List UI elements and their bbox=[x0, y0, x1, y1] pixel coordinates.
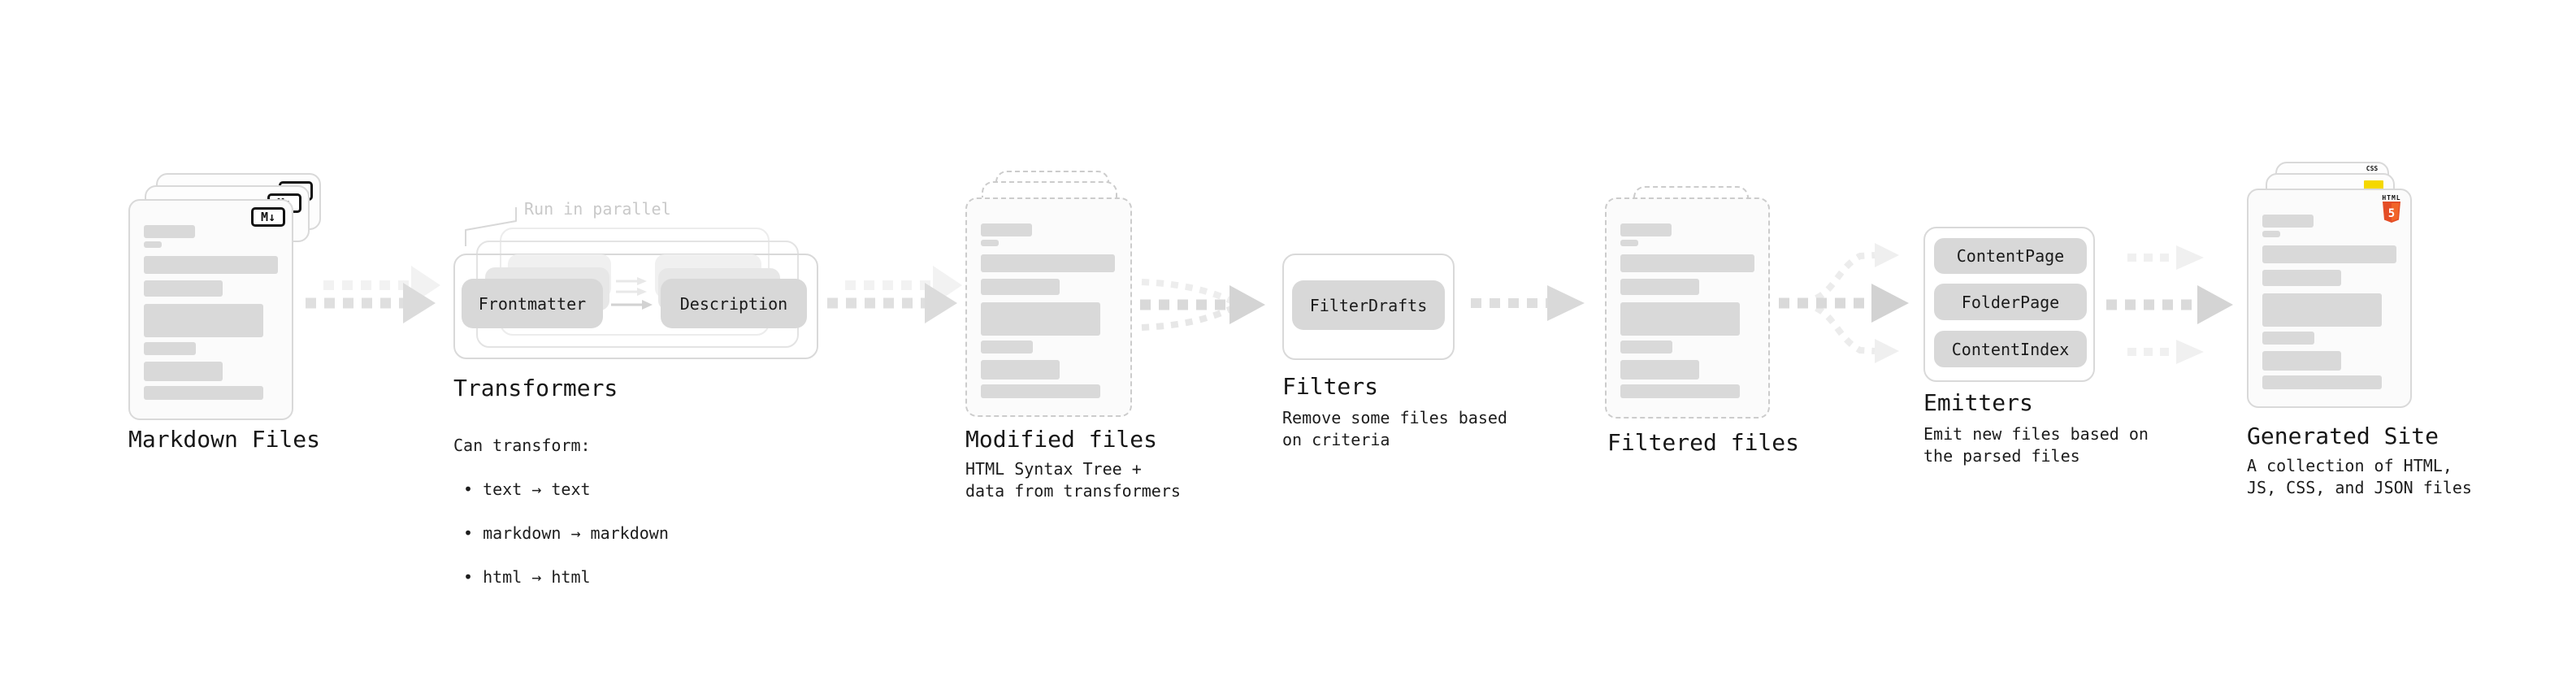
text-line-placeholder bbox=[981, 360, 1060, 380]
transformer-box-front bbox=[453, 254, 818, 359]
text-line-placeholder bbox=[1620, 340, 1672, 354]
arrow-head bbox=[925, 283, 957, 323]
bullet-html-to-html: • html → html bbox=[463, 567, 591, 587]
generated-site-description: A collection of HTML, JS, CSS, and JSON … bbox=[2247, 456, 2472, 497]
text-line-placeholder bbox=[144, 342, 196, 355]
diverge-head-bottom bbox=[1875, 339, 1899, 363]
arrow-transformers-to-modified bbox=[827, 266, 962, 323]
parallel-arrows bbox=[611, 277, 653, 310]
text-line-placeholder bbox=[1620, 254, 1754, 272]
text-line-placeholder bbox=[1620, 302, 1740, 336]
text-line-placeholder bbox=[2262, 215, 2314, 228]
text-line-placeholder bbox=[981, 340, 1033, 354]
arrow-filtered-to-emitters bbox=[1779, 243, 1909, 363]
arrow-modified-to-filters bbox=[1140, 279, 1265, 331]
emitter-chip-contentindex: ContentIndex bbox=[1934, 331, 2087, 367]
bullet-text-to-text: • text → text bbox=[463, 479, 591, 499]
text-line-placeholder bbox=[981, 254, 1115, 272]
arrow-head bbox=[403, 283, 436, 323]
text-line-placeholder bbox=[981, 279, 1060, 295]
stage-label-filtered-files: Filtered files bbox=[1607, 429, 1800, 456]
generated-file-card-front: HTML 5 bbox=[2247, 189, 2412, 408]
callout-line bbox=[465, 207, 517, 246]
text-line-placeholder bbox=[2262, 351, 2341, 371]
svg-text:5: 5 bbox=[2388, 207, 2395, 220]
run-in-parallel-note: Run in parallel bbox=[524, 199, 671, 219]
text-line-placeholder bbox=[1620, 360, 1699, 380]
transformer-chip-description: Description bbox=[661, 279, 807, 328]
text-line-placeholder bbox=[2262, 270, 2341, 286]
markdown-icon: M↓ bbox=[251, 207, 285, 227]
text-line-placeholder bbox=[144, 256, 278, 274]
arrow-markdown-to-transformers bbox=[306, 266, 440, 323]
text-line-placeholder bbox=[1620, 384, 1740, 398]
bullet-markdown-to-markdown: • markdown → markdown bbox=[463, 523, 669, 543]
arrow-head bbox=[1229, 285, 1265, 324]
stage-label-generated-site: Generated Site bbox=[2247, 423, 2439, 449]
transformer-chip-frontmatter: Frontmatter bbox=[462, 279, 603, 328]
modified-file-card-front bbox=[965, 197, 1132, 417]
text-line-placeholder bbox=[2262, 245, 2396, 263]
filtered-file-card-front bbox=[1605, 197, 1770, 419]
arrow-mid-head bbox=[2197, 285, 2233, 324]
stage-label-filters: Filters bbox=[1282, 373, 1379, 400]
emitter-chip-contentpage: ContentPage bbox=[1934, 238, 2087, 274]
text-line-placeholder bbox=[1620, 279, 1699, 295]
text-line-placeholder bbox=[144, 280, 223, 297]
text-line-placeholder bbox=[144, 386, 263, 400]
stage-label-modified-files: Modified files bbox=[965, 426, 1158, 453]
filter-chip-filterdrafts: FilterDrafts bbox=[1292, 280, 1445, 330]
emitters-description: Emit new files based on the parsed files bbox=[1923, 424, 2149, 466]
diverge-head-top bbox=[1875, 243, 1899, 267]
arrow-head bbox=[1871, 284, 1909, 323]
stage-label-transformers: Transformers bbox=[453, 375, 618, 401]
merge-curve-bottom bbox=[1141, 305, 1234, 331]
text-line-placeholder bbox=[1620, 240, 1638, 246]
merge-curve-top bbox=[1141, 279, 1234, 305]
text-line-placeholder bbox=[144, 362, 223, 381]
text-line-placeholder bbox=[2262, 231, 2280, 237]
modified-files-description: HTML Syntax Tree + data from transformer… bbox=[965, 459, 1181, 501]
text-line-placeholder bbox=[981, 384, 1100, 398]
stage-label-markdown-files: Markdown Files bbox=[128, 426, 321, 453]
text-line-placeholder bbox=[144, 225, 195, 238]
text-line-placeholder bbox=[981, 240, 999, 246]
can-transform-title: Can transform: bbox=[453, 436, 591, 455]
filters-description: Remove some files based on criteria bbox=[1282, 408, 1507, 449]
markdown-file-card-front: M↓ bbox=[128, 199, 293, 420]
text-line-placeholder bbox=[2262, 293, 2382, 327]
arrows-emitters-to-generated bbox=[2106, 245, 2233, 364]
emitter-chip-folderpage: FolderPage bbox=[1934, 284, 2087, 320]
text-line-placeholder bbox=[2262, 332, 2314, 345]
diverge-curve-bottom bbox=[1815, 305, 1876, 354]
arrow-bottom-head bbox=[2176, 340, 2204, 364]
text-line-placeholder bbox=[1620, 223, 1672, 236]
javascript-icon bbox=[2364, 180, 2383, 191]
text-line-placeholder bbox=[2262, 375, 2382, 389]
text-line-placeholder bbox=[144, 304, 263, 337]
arrow-top-head bbox=[2176, 245, 2204, 270]
text-line-placeholder bbox=[981, 223, 1032, 236]
diverge-curve-top bbox=[1815, 252, 1876, 301]
text-line-placeholder bbox=[144, 241, 162, 248]
transformers-description: Can transform: • text → text • markdown … bbox=[453, 413, 669, 610]
text-line-placeholder bbox=[981, 302, 1100, 336]
arrow-head bbox=[1547, 285, 1585, 321]
arrow-filters-to-filtered bbox=[1471, 285, 1585, 321]
html5-icon: HTML 5 bbox=[2381, 194, 2402, 223]
stage-label-emitters: Emitters bbox=[1923, 389, 2033, 416]
